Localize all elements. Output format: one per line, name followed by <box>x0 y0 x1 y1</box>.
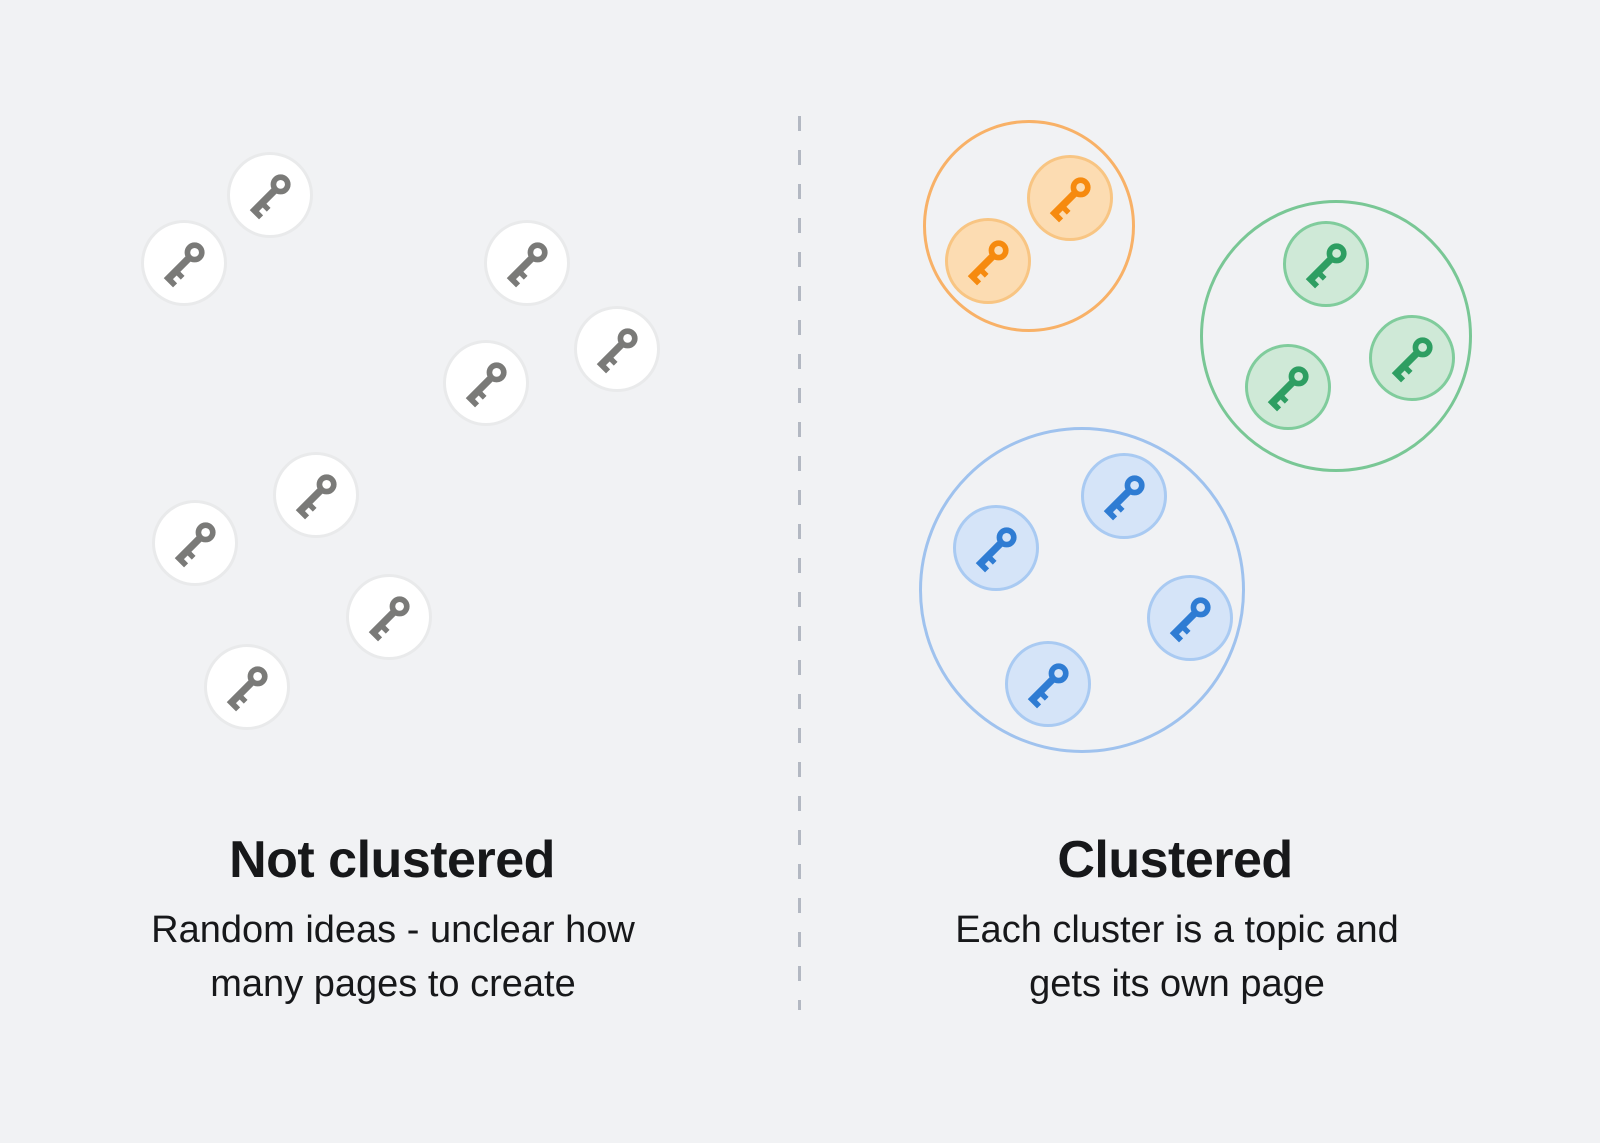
key-icon <box>249 174 291 220</box>
key-icon <box>174 522 216 568</box>
keyword-node <box>1245 344 1331 430</box>
keyword-node <box>227 152 313 238</box>
keyword-node <box>1027 155 1113 241</box>
blue-cluster-ring <box>919 427 1245 753</box>
key-icon <box>1027 663 1069 709</box>
keyword-node <box>1081 453 1167 539</box>
keyword-node <box>204 644 290 730</box>
keyword-node <box>273 452 359 538</box>
key-icon <box>1049 177 1091 223</box>
left-panel-subtitle: Random ideas - unclear how many pages to… <box>151 903 635 1011</box>
divider-dashed <box>798 116 801 1010</box>
keyword-node <box>1147 575 1233 661</box>
key-icon <box>1169 597 1211 643</box>
keyword-node <box>443 340 529 426</box>
keyword-node <box>346 574 432 660</box>
left-subtitle-line-1: Random ideas - unclear how <box>151 909 635 951</box>
key-icon <box>596 328 638 374</box>
key-icon <box>368 596 410 642</box>
green-cluster-ring <box>1200 200 1472 472</box>
keyword-node <box>1369 315 1455 401</box>
key-icon <box>226 666 268 712</box>
key-icon <box>295 474 337 520</box>
key-icon <box>506 242 548 288</box>
keyword-node <box>953 505 1039 591</box>
left-panel-title: Not clustered <box>229 831 555 889</box>
key-icon <box>1103 475 1145 521</box>
right-panel-subtitle: Each cluster is a topic and gets its own… <box>955 903 1399 1011</box>
key-icon <box>465 362 507 408</box>
right-subtitle-line-2: gets its own page <box>1029 963 1325 1005</box>
key-icon <box>975 527 1017 573</box>
key-icon <box>163 242 205 288</box>
right-panel-title: Clustered <box>1057 831 1293 889</box>
key-icon <box>1391 337 1433 383</box>
keyword-node <box>574 306 660 392</box>
orange-cluster-ring <box>923 120 1135 332</box>
key-icon <box>1305 243 1347 289</box>
left-subtitle-line-2: many pages to create <box>210 963 576 1005</box>
key-icon <box>967 240 1009 286</box>
keyword-node <box>141 220 227 306</box>
keyword-node <box>945 218 1031 304</box>
keyword-node <box>1005 641 1091 727</box>
keyword-node <box>152 500 238 586</box>
right-subtitle-line-1: Each cluster is a topic and <box>955 909 1399 951</box>
keyword-node <box>1283 221 1369 307</box>
keyword-node <box>484 220 570 306</box>
key-icon <box>1267 366 1309 412</box>
